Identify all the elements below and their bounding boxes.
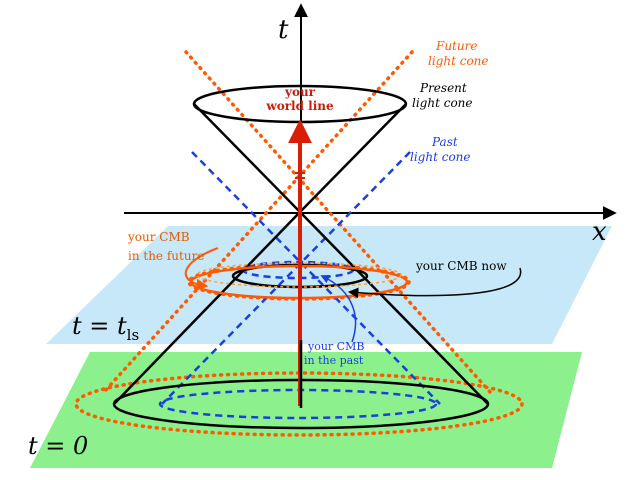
cmb-now-label: your CMB now xyxy=(415,259,507,273)
cmb-past-label-2: in the past xyxy=(304,354,364,367)
t-ls-main: t = t xyxy=(72,312,127,340)
x-axis-label: x xyxy=(592,217,607,247)
past-cone-label-1: Past xyxy=(431,135,458,149)
t-ls-label: t = tls xyxy=(72,312,139,344)
future-cone-label-1: Future xyxy=(435,39,477,53)
cmb-future-pointer xyxy=(184,247,219,291)
future-cone-label-2: light cone xyxy=(428,54,489,68)
t-axis-label: t xyxy=(278,15,289,45)
cmb-past-pointer xyxy=(320,274,357,343)
t-ls-subscript: ls xyxy=(127,326,140,344)
past-cone-label-2: light cone xyxy=(410,150,471,164)
present-cone-label-2: light cone xyxy=(412,96,473,110)
cmb-now-pointer xyxy=(347,267,522,298)
cmb-future-label-1: your CMB xyxy=(127,230,190,244)
t-zero-label: t = 0 xyxy=(28,432,88,460)
cmb-future-label-2: in the future xyxy=(128,249,204,263)
world-line-label-2: world line xyxy=(265,99,334,113)
present-cone-label-1: Present xyxy=(419,81,467,95)
world-line-label-1: your xyxy=(284,85,316,99)
plane-t-zero xyxy=(30,352,582,468)
cmb-past-label-1: your CMB xyxy=(307,340,364,353)
